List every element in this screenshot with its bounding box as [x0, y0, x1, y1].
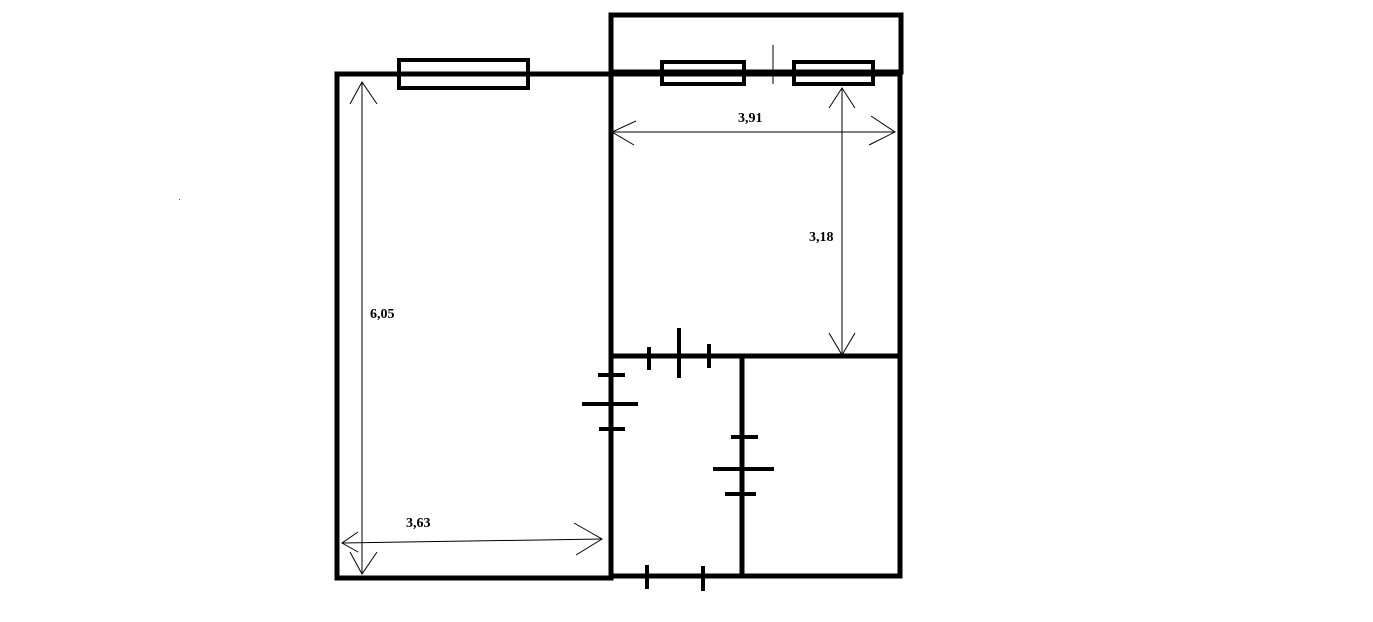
label-right-room-width: 3,91 — [738, 111, 763, 126]
door-bathroom-partition — [713, 435, 774, 496]
dimension-left-room-width — [341, 522, 603, 556]
balcony — [608, 12, 904, 75]
left-room-outline — [334, 71, 614, 581]
dimension-left-room-height — [349, 81, 378, 575]
doors — [582, 328, 774, 591]
window-left-room — [397, 58, 530, 90]
stray-dot — [179, 199, 180, 200]
walls — [334, 12, 904, 581]
window-balcony-right — [792, 60, 875, 86]
door-top-partition — [647, 328, 711, 378]
label-left-room-height: 6,05 — [370, 307, 395, 322]
label-left-room-width: 3,63 — [406, 516, 431, 531]
door-middle-wall — [582, 373, 638, 431]
dimension-right-room-width — [610, 115, 896, 146]
windows — [397, 45, 875, 90]
dimension-right-room-height — [828, 87, 856, 356]
window-balcony-left — [660, 60, 746, 86]
label-right-room-height: 3,18 — [809, 230, 834, 245]
door-entrance — [645, 565, 705, 591]
dimension-lines — [341, 81, 896, 575]
